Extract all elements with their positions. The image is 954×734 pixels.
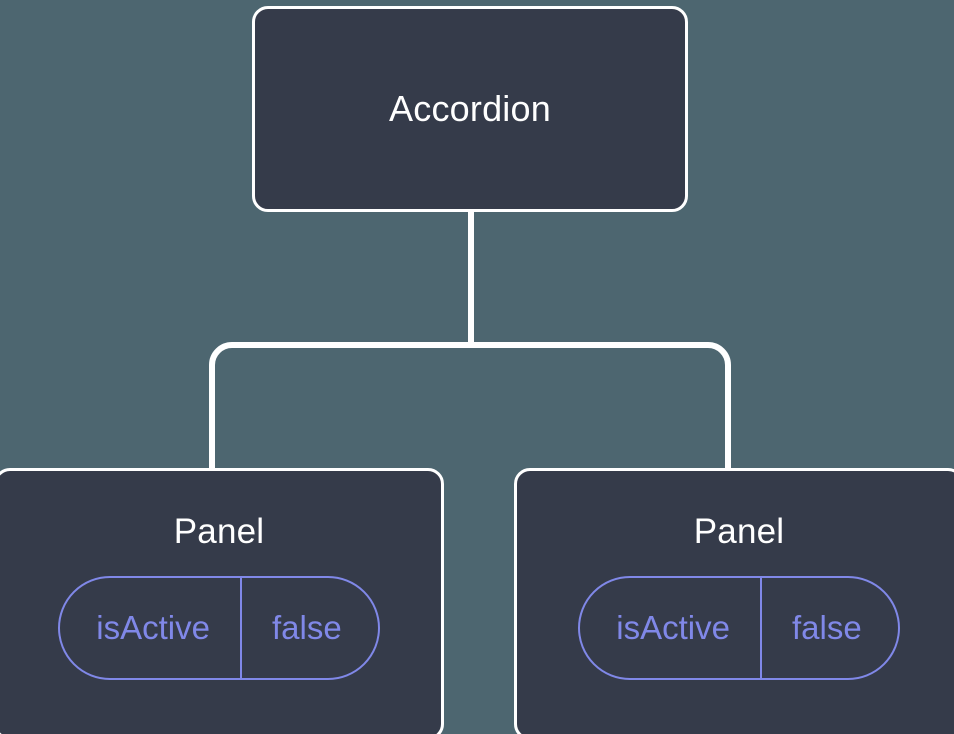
connector-branch-right bbox=[471, 342, 731, 468]
prop-value-isactive: false bbox=[239, 577, 378, 678]
node-accordion[interactable]: Accordion bbox=[252, 6, 688, 212]
node-panel-left[interactable]: Panel isActive false bbox=[0, 468, 444, 734]
connector-branch-left bbox=[209, 342, 471, 468]
node-accordion-title: Accordion bbox=[389, 88, 551, 130]
node-panel-right-prop-badge[interactable]: isActive false bbox=[578, 575, 900, 680]
prop-key-isactive: isActive bbox=[96, 609, 210, 646]
prop-value-isactive: false bbox=[759, 577, 898, 678]
node-panel-right-title: Panel bbox=[693, 512, 785, 551]
node-panel-left-prop-badge[interactable]: isActive false bbox=[58, 575, 380, 680]
prop-key-isactive: isActive bbox=[616, 609, 730, 646]
node-panel-right[interactable]: Panel isActive false bbox=[514, 468, 954, 734]
node-panel-left-title: Panel bbox=[173, 512, 265, 551]
